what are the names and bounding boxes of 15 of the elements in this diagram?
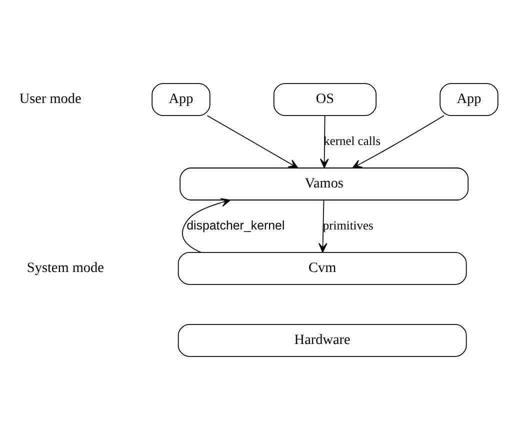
arrow — [182, 198, 231, 252]
arrow — [352, 114, 444, 168]
node-box: Cvm — [178, 252, 467, 284]
node-box: Vamos — [180, 167, 469, 200]
arrow — [206, 114, 298, 168]
edge-label: dispatcher_kernel — [186, 218, 285, 232]
node-box: App — [440, 82, 498, 116]
label: User mode — [19, 90, 82, 106]
label: System mode — [26, 259, 104, 276]
node-box: Hardware — [178, 324, 467, 356]
node-box: OS — [273, 82, 377, 116]
arrow — [318, 199, 328, 252]
arrow — [320, 114, 329, 168]
node-box: App — [152, 82, 210, 116]
edge-label: primitives — [322, 218, 374, 232]
